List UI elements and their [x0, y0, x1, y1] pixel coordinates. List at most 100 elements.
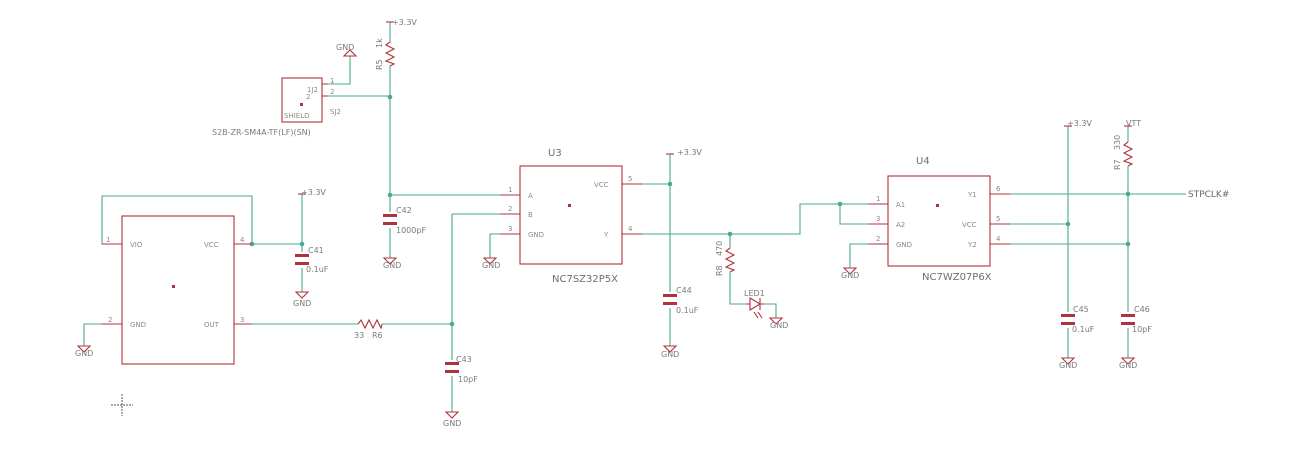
svg-text:2: 2 [330, 88, 334, 96]
capacitor-c42[interactable]: C42 1000pF [383, 206, 426, 235]
capacitor-c44[interactable]: C44 0.1uF [663, 286, 699, 315]
supply-v33-r5: +3.3V [386, 18, 417, 27]
svg-text:C42: C42 [396, 206, 412, 215]
svg-text:Y1: Y1 [967, 191, 977, 199]
svg-text:VTT: VTT [1126, 119, 1141, 128]
gnd-u3: GND [482, 257, 500, 270]
capacitor-c46[interactable]: C46 10pF [1121, 305, 1152, 334]
svg-text:R5: R5 [375, 59, 384, 70]
gnd-u4: GND [841, 267, 859, 280]
wires [83, 22, 1186, 412]
ic-u4[interactable]: A1 A2 GND Y1 VCC Y2 1 3 2 6 5 4 U4 NC7WZ… [868, 156, 1010, 283]
gnd-c45: GND [1059, 357, 1077, 370]
svg-text:C45: C45 [1073, 305, 1089, 314]
svg-text:VIO: VIO [130, 241, 143, 249]
svg-text:VCC: VCC [594, 181, 609, 189]
svg-text:1000pF: 1000pF [396, 226, 426, 235]
svg-text:VCC: VCC [204, 241, 219, 249]
gnd-c42: GND [382, 257, 401, 270]
svg-text:OUT: OUT [204, 321, 220, 329]
gnd-c44: GND [661, 345, 679, 359]
svg-text:1k: 1k [375, 38, 384, 48]
svg-text:+3.3V: +3.3V [392, 18, 417, 27]
resistor-r6[interactable]: 33 R6 [354, 318, 383, 340]
svg-text:2: 2 [108, 316, 112, 324]
gnd-connector: GND [336, 43, 358, 57]
svg-text:GND: GND [75, 349, 93, 358]
connector-sj2[interactable]: 1J2 2 SHIELD 1 2 SJ2 S2B-ZR-SM4A-TF(LF)(… [212, 77, 341, 137]
svg-text:1: 1 [876, 195, 880, 203]
svg-text:A: A [528, 192, 533, 200]
svg-text:GND: GND [293, 299, 311, 308]
led-led1[interactable]: LED1 [744, 289, 765, 319]
svg-text:C43: C43 [456, 355, 472, 364]
svg-text:SHIELD: SHIELD [284, 112, 309, 120]
svg-text:4: 4 [628, 225, 633, 233]
svg-text:R8: R8 [715, 265, 724, 276]
crosshair-cursor-icon [111, 394, 133, 416]
svg-text:4: 4 [240, 236, 245, 244]
svg-text:470: 470 [715, 241, 724, 256]
svg-text:3: 3 [876, 215, 880, 223]
svg-text:GND: GND [383, 261, 401, 270]
resistor-r5[interactable]: R5 1k [375, 38, 396, 70]
svg-text:U3: U3 [548, 148, 562, 159]
svg-text:NC7SZ32P5X: NC7SZ32P5X [552, 274, 618, 285]
svg-text:10pF: 10pF [458, 375, 478, 384]
gnd-c41: GND [293, 291, 311, 308]
resistor-r8[interactable]: R8 470 [715, 241, 736, 276]
oscillator-ic[interactable]: VIO VCC GND OUT 1 4 2 3 [102, 215, 252, 365]
svg-text:2: 2 [306, 93, 310, 101]
svg-text:GND: GND [841, 271, 859, 280]
capacitor-c45[interactable]: C45 0.1uF [1061, 305, 1095, 334]
svg-text:S2B-ZR-SM4A-TF(LF)(SN): S2B-ZR-SM4A-TF(LF)(SN) [212, 128, 311, 137]
svg-text:GND: GND [443, 419, 461, 428]
supply-v33-u3: +3.3V [666, 148, 702, 157]
svg-text:VCC: VCC [962, 221, 977, 229]
svg-text:C46: C46 [1134, 305, 1150, 314]
capacitor-c43[interactable]: C43 10pF [445, 355, 478, 384]
svg-text:GND: GND [482, 261, 500, 270]
svg-text:6: 6 [996, 185, 1001, 193]
supply-vtt: VTT [1124, 119, 1141, 128]
svg-text:A2: A2 [896, 221, 905, 229]
svg-text:2: 2 [508, 205, 512, 213]
svg-text:+3.3V: +3.3V [1067, 119, 1092, 128]
svg-text:1: 1 [508, 186, 512, 194]
svg-text:3: 3 [240, 316, 244, 324]
gnd-c46: GND [1119, 357, 1137, 370]
svg-text:SJ2: SJ2 [330, 108, 341, 116]
svg-text:NC7WZ07P6X: NC7WZ07P6X [922, 272, 992, 283]
gnd-c43: GND [443, 411, 461, 428]
resistor-r7[interactable]: R7 330 [1113, 135, 1134, 170]
svg-text:C41: C41 [308, 246, 324, 255]
svg-text:1J2: 1J2 [307, 86, 318, 94]
supply-v33-c41: +3.3V [298, 188, 326, 197]
capacitor-c41[interactable]: C41 0.1uF [295, 246, 329, 274]
svg-text:GND: GND [661, 350, 679, 359]
gnd-osc: GND [75, 345, 93, 358]
svg-text:+3.3V: +3.3V [301, 188, 326, 197]
svg-text:0.1uF: 0.1uF [306, 265, 329, 274]
svg-text:5: 5 [628, 175, 632, 183]
svg-text:A1: A1 [896, 201, 905, 209]
svg-text:+3.3V: +3.3V [677, 148, 702, 157]
svg-text:Y: Y [603, 231, 609, 239]
junctions [249, 94, 1131, 327]
svg-text:33: 33 [354, 331, 364, 340]
svg-text:0.1uF: 0.1uF [1072, 325, 1095, 334]
svg-text:R6: R6 [372, 331, 383, 340]
net-label-stpclk: STPCLK# [1188, 190, 1229, 200]
svg-text:GND: GND [130, 321, 146, 329]
svg-text:U4: U4 [916, 156, 930, 167]
svg-text:LED1: LED1 [744, 289, 765, 298]
ic-u3[interactable]: A B GND VCC Y 1 2 3 5 4 U3 NC7SZ32P5X [500, 148, 642, 285]
svg-text:GND: GND [1119, 361, 1137, 370]
svg-text:0.1uF: 0.1uF [676, 306, 699, 315]
svg-text:1: 1 [106, 236, 110, 244]
svg-text:GND: GND [336, 43, 354, 52]
svg-text:B: B [528, 211, 533, 219]
svg-text:1: 1 [330, 77, 334, 85]
